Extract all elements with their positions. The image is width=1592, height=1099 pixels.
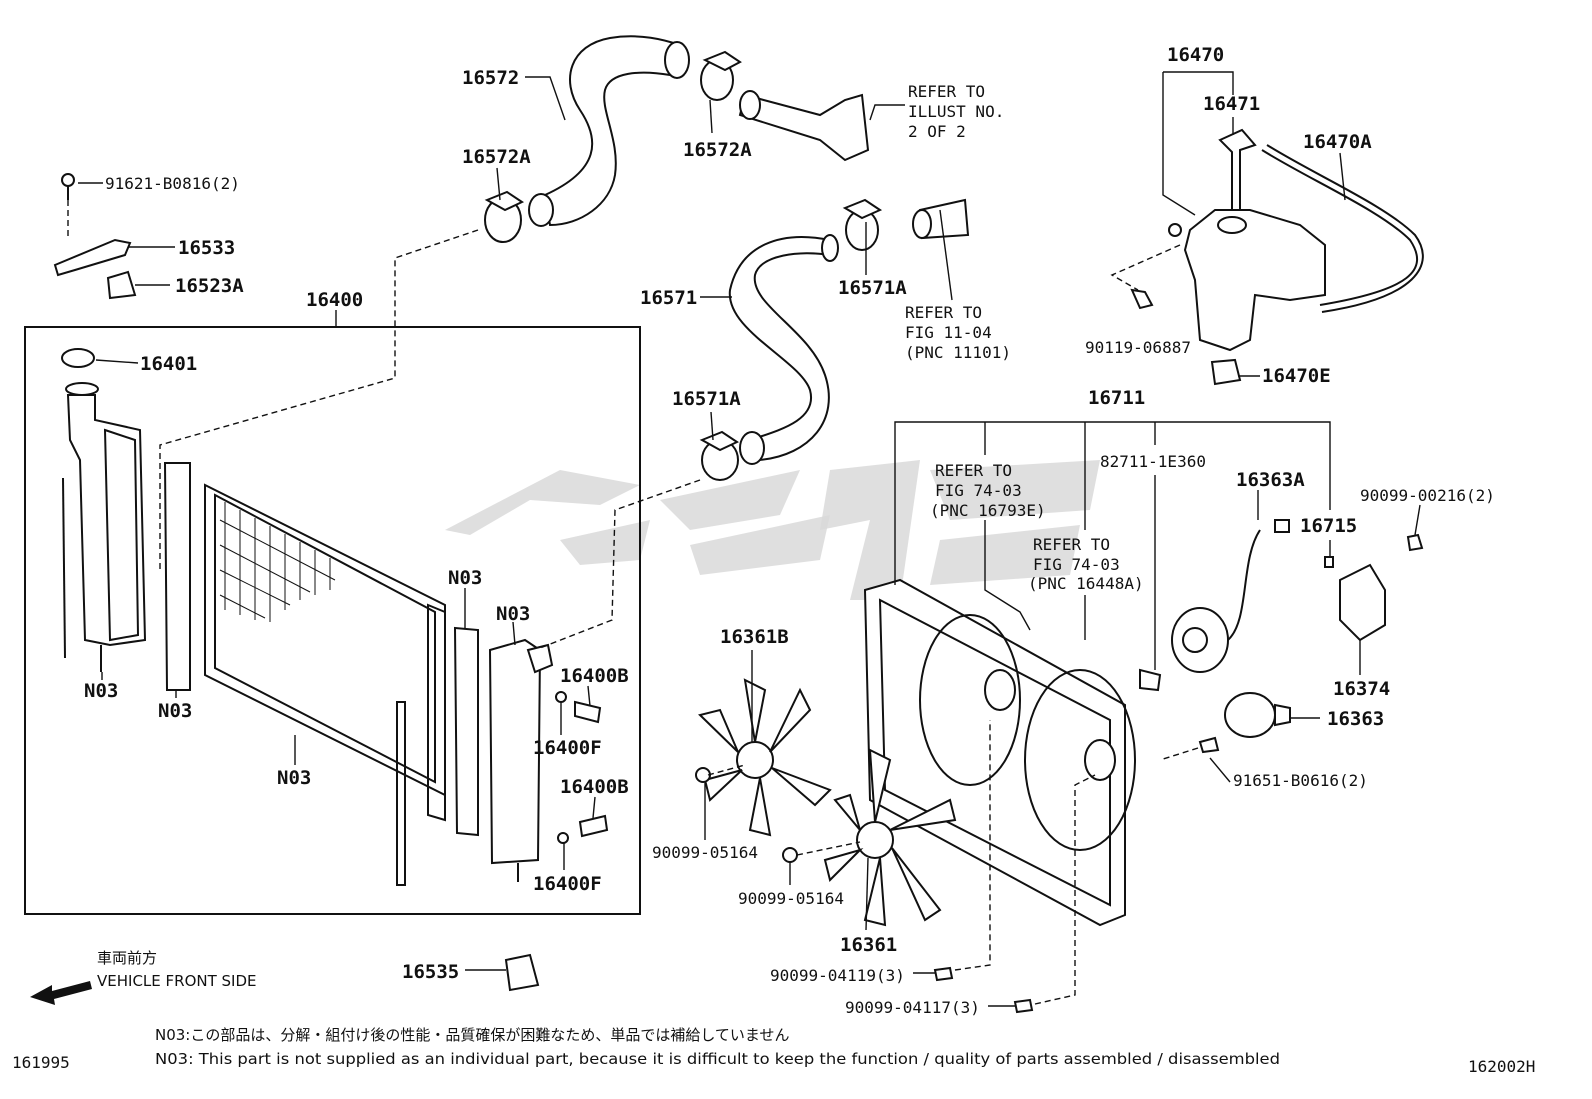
label-refer-fig74a-3: (PNC 16793E): [930, 501, 1046, 520]
note-jp: N03:この部品は、分解・組付け後の性能・品質確保が困難なため、単品では補給して…: [155, 1026, 789, 1044]
clip-82711: [1139, 668, 1162, 692]
water-inlet-pipe: [738, 90, 870, 162]
callout-labels: 16572 16572A 16572A REFER TO ILLUST NO. …: [84, 44, 1495, 1017]
label-n03-a: N03: [84, 680, 118, 702]
radiator-assembly-box: [24, 326, 641, 915]
hose-clamp-16571A-mid: [699, 430, 740, 481]
fan-shroud: [863, 578, 1136, 927]
hose-clamp-16572A-left: [484, 190, 525, 243]
drain-plug-upper: [555, 691, 602, 724]
label-82711: 82711-1E360: [1100, 452, 1206, 471]
label-16400F-b: 16400F: [533, 873, 602, 895]
bolt-91621: [61, 173, 75, 200]
front-label-jp: 車両前方: [97, 949, 157, 967]
label-refer-fig11-3: (PNC 11101): [905, 343, 1011, 362]
label-refer-fig74b-2: FIG 74-03: [1033, 555, 1120, 574]
radiator-left-gasket: [163, 462, 191, 691]
note-en: N03: This part is not supplied as an ind…: [155, 1050, 1280, 1068]
label-16572: 16572: [462, 67, 519, 89]
label-16571A-mid: 16571A: [672, 388, 741, 410]
bolt-90099-00216: [1406, 533, 1424, 552]
radiator-lower-support-cushion: [504, 953, 540, 992]
label-16470: 16470: [1167, 44, 1224, 66]
front-arrow-icon: [30, 981, 92, 1005]
radiator-left-tank: [62, 382, 147, 672]
label-16572A-left: 16572A: [462, 146, 531, 168]
label-16363: 16363: [1327, 708, 1384, 730]
label-16571A-top: 16571A: [838, 277, 907, 299]
label-refer-illust-3: 2 OF 2: [908, 122, 966, 141]
label-16374: 16374: [1333, 678, 1390, 700]
nut-90099-05164-a: [695, 767, 711, 783]
label-refer-fig11-1: REFER TO: [905, 303, 982, 322]
drain-plug-lower: [557, 814, 609, 844]
label-90099-05164-a: 90099-05164: [652, 843, 758, 862]
label-16535: 16535: [402, 961, 459, 983]
label-90099-00216: 90099-00216(2): [1360, 486, 1495, 505]
label-16572A-top: 16572A: [683, 139, 752, 161]
bolt-90099-04119: [933, 966, 954, 982]
label-refer-fig74a-2: FIG 74-03: [935, 481, 1022, 500]
label-16400B-b: 16400B: [560, 776, 629, 798]
fan-motor-16363A: [1171, 519, 1290, 673]
label-16401: 16401: [140, 353, 197, 375]
label-91621: 91621-B0816(2): [105, 174, 240, 193]
fan-16361: [823, 748, 957, 927]
label-16711: 16711: [1088, 387, 1145, 409]
label-90099-04119: 90099-04119(3): [770, 966, 905, 985]
label-16400: 16400: [306, 289, 363, 311]
hose-clamp-16572A-top: [700, 50, 742, 101]
leader-lines: [67, 71, 1421, 1007]
label-16470A: 16470A: [1303, 131, 1372, 153]
label-16361: 16361: [840, 934, 897, 956]
lower-radiator-hose: [728, 234, 839, 465]
upper-radiator-hose: [528, 35, 690, 227]
label-16715: 16715: [1300, 515, 1357, 537]
label-refer-fig11-2: FIG 11-04: [905, 323, 992, 342]
radiator-cap: [61, 348, 95, 368]
label-16400F-a: 16400F: [533, 737, 602, 759]
label-16471: 16471: [1203, 93, 1260, 115]
label-16523A: 16523A: [175, 275, 244, 297]
tank-cushion: [1210, 358, 1242, 386]
bolt-91651: [1198, 736, 1220, 754]
radiator-core: [204, 483, 446, 797]
label-refer-fig74a-1: REFER TO: [935, 461, 1012, 480]
front-label-en: VEHICLE FRONT SIDE: [97, 972, 257, 990]
label-16363A: 16363A: [1236, 469, 1305, 491]
label-90099-05164-b: 90099-05164: [738, 889, 844, 908]
engine-outlet-pipe: [912, 198, 970, 240]
label-91651: 91651-B0616(2): [1233, 771, 1368, 790]
code-right: 162002H: [1468, 1057, 1535, 1076]
label-16571: 16571: [640, 287, 697, 309]
nut-90099-05164-b: [782, 847, 798, 863]
motor-cover-16374: [1339, 563, 1386, 642]
label-16400B-a: 16400B: [560, 665, 629, 687]
label-16361B: 16361B: [720, 626, 789, 648]
radiator-support-bracket: [53, 238, 132, 277]
grommet-16715: [1324, 556, 1334, 568]
tank-bolt: [1130, 288, 1154, 310]
label-refer-fig74b-1: REFER TO: [1033, 535, 1110, 554]
label-refer-illust-1: REFER TO: [908, 82, 985, 101]
radiator-support-cushion: [106, 270, 137, 300]
label-16470E: 16470E: [1262, 365, 1331, 387]
bolt-90099-04117: [1013, 998, 1034, 1014]
label-n03-d: N03: [448, 567, 482, 589]
hose-clamp-16571A-top: [842, 198, 883, 251]
label-n03-e: N03: [496, 603, 530, 625]
label-16533: 16533: [178, 237, 235, 259]
label-refer-fig74b-3: (PNC 16448A): [1028, 574, 1144, 593]
fan-motor-16363: [1224, 692, 1291, 738]
fan-16361B: [698, 678, 832, 837]
code-left: 161995: [12, 1053, 70, 1072]
label-90099-04117: 90099-04117(3): [845, 998, 980, 1017]
reserve-tank: [1168, 128, 1424, 352]
label-refer-illust-2: ILLUST NO.: [908, 102, 1004, 121]
label-n03-c: N03: [277, 767, 311, 789]
label-90119: 90119-06887: [1085, 338, 1191, 357]
label-n03-b: N03: [158, 700, 192, 722]
radiator-right-tank: [427, 603, 554, 882]
